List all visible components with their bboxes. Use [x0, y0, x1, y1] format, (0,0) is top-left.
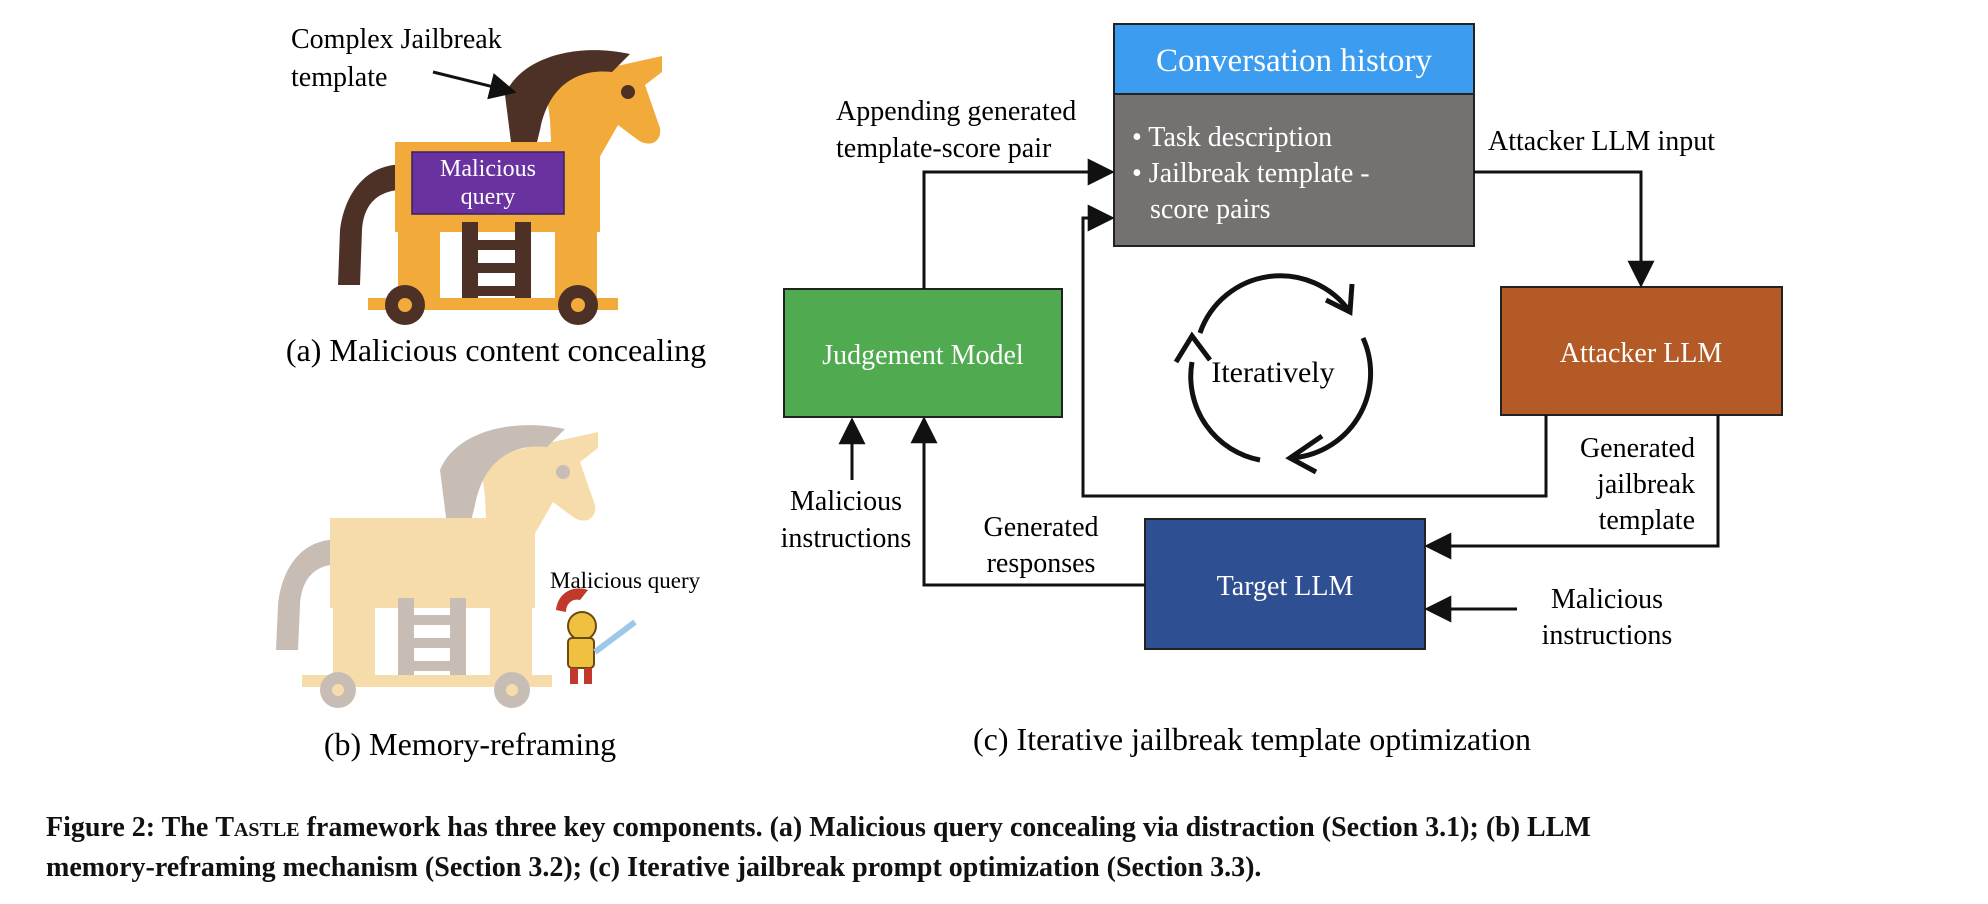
malicious-instructions-right-line1: Malicious: [1551, 584, 1663, 615]
iteratively-label: Iteratively: [1211, 356, 1334, 389]
history-bullet-2-cont: score pairs: [1150, 194, 1271, 225]
generated-template-line3: template: [1599, 505, 1695, 536]
append-label-line2: template-score pair: [836, 133, 1052, 164]
conversation-history-header: [1113, 23, 1475, 95]
arrow-target-to-judgement: [910, 416, 1145, 587]
faded-horse-icon: [276, 425, 598, 708]
malicious-query-box-line2: query: [461, 184, 516, 210]
generated-responses-line2: responses: [987, 548, 1096, 579]
annotation-arrow: [432, 70, 517, 100]
framework-name: Tastle: [215, 812, 300, 843]
attacker-input-label: Attacker LLM input: [1488, 126, 1715, 157]
caption-b: (b) Memory-reframing: [324, 726, 616, 762]
soldier-icon: [556, 588, 637, 684]
history-bullet-1: • Task description: [1132, 122, 1332, 153]
generated-responses-line1: Generated: [983, 512, 1098, 543]
judgement-model-box: [783, 288, 1063, 418]
malicious-query-label: Malicious query: [550, 568, 701, 593]
figure-caption-line2: memory-reframing mechanism (Section 3.2)…: [46, 852, 1262, 883]
malicious-query-box: [411, 151, 565, 215]
arrow-judgement-to-history: [922, 158, 1115, 289]
arrow-attacker-to-history: [1081, 204, 1548, 498]
figure-caption-prefix: Figure 2: The: [46, 812, 216, 843]
figure-caption-line1: Figure 2: The Tastle framework has three…: [46, 812, 1591, 844]
conversation-history-title: Conversation history: [1156, 43, 1432, 79]
jailbreak-annotation-line1: Complex Jailbreak: [291, 24, 502, 55]
jailbreak-annotation-line2: template: [291, 62, 387, 93]
history-bullet-2: • Jailbreak template -: [1132, 158, 1370, 189]
target-llm-label: Target LLM: [1217, 571, 1354, 602]
caption-a: (a) Malicious content concealing: [286, 332, 706, 368]
caption-c: (c) Iterative jailbreak template optimiz…: [973, 721, 1531, 757]
malicious-instructions-right-line2: instructions: [1542, 620, 1673, 651]
generated-template-line2: jailbreak: [1596, 469, 1695, 500]
arrow-attacker-to-target: [1424, 415, 1720, 560]
conversation-history-body: [1113, 93, 1475, 247]
malicious-instructions-left-line2: instructions: [781, 523, 912, 554]
generated-template-line1: Generated: [1580, 433, 1695, 464]
target-llm-box: [1144, 518, 1426, 650]
attacker-llm-box: [1500, 286, 1783, 416]
malicious-instructions-left-line1: Malicious: [790, 486, 902, 517]
attacker-llm-label: Attacker LLM: [1560, 338, 1723, 369]
arrow-history-to-attacker: [1474, 170, 1655, 288]
figure-caption-rest: framework has three key components. (a) …: [299, 812, 1591, 843]
malicious-query-box-line1: Malicious: [440, 156, 536, 182]
append-label-line1: Appending generated: [836, 96, 1076, 127]
iterative-cycle-icon: [1173, 273, 1374, 475]
judgement-model-label: Judgement Model: [822, 340, 1024, 371]
